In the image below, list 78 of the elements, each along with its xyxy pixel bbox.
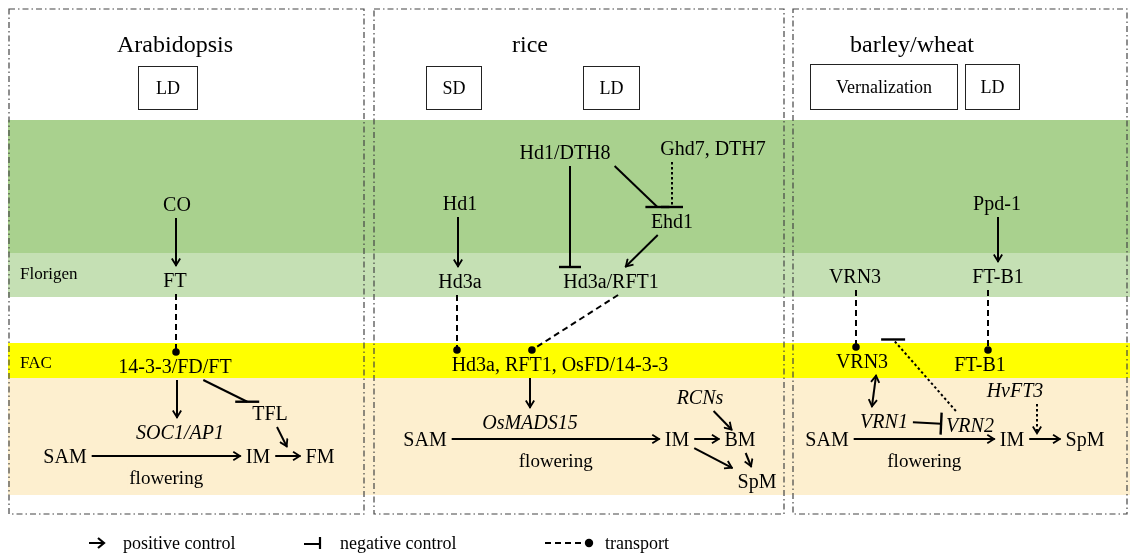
arrow [693,447,734,470]
inhibition-line [879,338,957,412]
legend-text: transport [605,532,669,554]
gene-label: IM [243,445,273,467]
gene-label: FM [303,445,337,467]
gene-label: CO [161,193,193,215]
gene-label: RCNs [674,386,726,408]
gene-label: Hd3a/RFT1 [561,270,661,292]
panel [8,8,365,515]
arrow [992,216,1004,263]
gene-label: SpM [735,470,779,492]
condition-box: SD [426,66,482,110]
panel [373,8,785,515]
gene-label: FT-B1 [952,353,1008,375]
arrow [712,410,733,431]
edge-label: flowering [885,450,964,472]
inhibition-line [557,165,583,269]
arrow [452,216,464,268]
gene-label: VRN3 [826,265,884,287]
condition-box: LD [583,66,640,110]
arrow [624,234,659,268]
gene-label: SAM [401,428,449,450]
gene-label: SAM [41,445,89,467]
gene-label: Hd3a, RFT1, OsFD/14-3-3 [449,353,671,375]
gene-label: VRN1 [858,410,910,432]
gene-label: IM [997,428,1027,450]
arrow [1028,433,1062,445]
gene-label: FT-B1 [970,265,1026,287]
condition-box: LD [965,64,1020,110]
condition-box: LD [138,66,198,110]
gene-label: Ppd-1 [971,192,1023,214]
panel-heading: barley/wheat [850,32,974,56]
inhibition-line [202,379,261,403]
arrow [171,379,183,419]
gene-label: FT [161,269,189,291]
arrow [170,217,182,267]
panel [792,8,1128,515]
gene-label: Ehd1 [648,210,696,232]
edge-label: flowering [127,467,206,489]
gene-label: 14-3-3/FD/FT [116,355,234,377]
gene-label: Hd1/DTH8 [517,141,613,163]
gene-label: SAM [803,428,851,450]
inhibition-line [911,411,943,436]
band-label: Florigen [20,264,78,284]
panel-heading: Arabidopsis [117,32,233,56]
gene-label: VRN3 [833,350,891,372]
transport-line [852,289,860,351]
gene-label: VRN2 [944,414,996,436]
arrow [276,426,289,448]
arrow [852,433,996,445]
transport-line [984,289,992,354]
legend-text: positive control [123,532,236,554]
gene-label: OsMADS15 [480,411,580,433]
gene-label: SpM [1063,428,1107,450]
gene-label: Ghd7, DTH7 [658,137,768,159]
panel-heading: rice [512,32,548,56]
arrow [90,450,242,462]
gene-label: SOC1/AP1 [134,421,226,443]
transport-line [172,293,180,356]
legend-text: negative control [340,532,457,554]
arrow [274,450,302,462]
condition-box: Vernalization [810,64,958,110]
arrow [743,452,754,468]
inhibition-line [659,161,685,209]
edge-label: flowering [516,450,595,472]
gene-label: Hd1 [440,192,480,214]
gene-label: BM [722,428,758,450]
gene-label: Hd3a [436,270,484,292]
gene-label: IM [662,428,692,450]
gene-label: HvFT3 [984,379,1046,401]
arrow [450,433,661,445]
arrow [867,374,881,408]
arrow [1031,403,1043,435]
band-label: FAC [20,353,52,373]
arrow [524,377,536,409]
gene-label: TFL [250,402,290,424]
arrow [693,433,721,445]
transport-line [453,294,461,354]
